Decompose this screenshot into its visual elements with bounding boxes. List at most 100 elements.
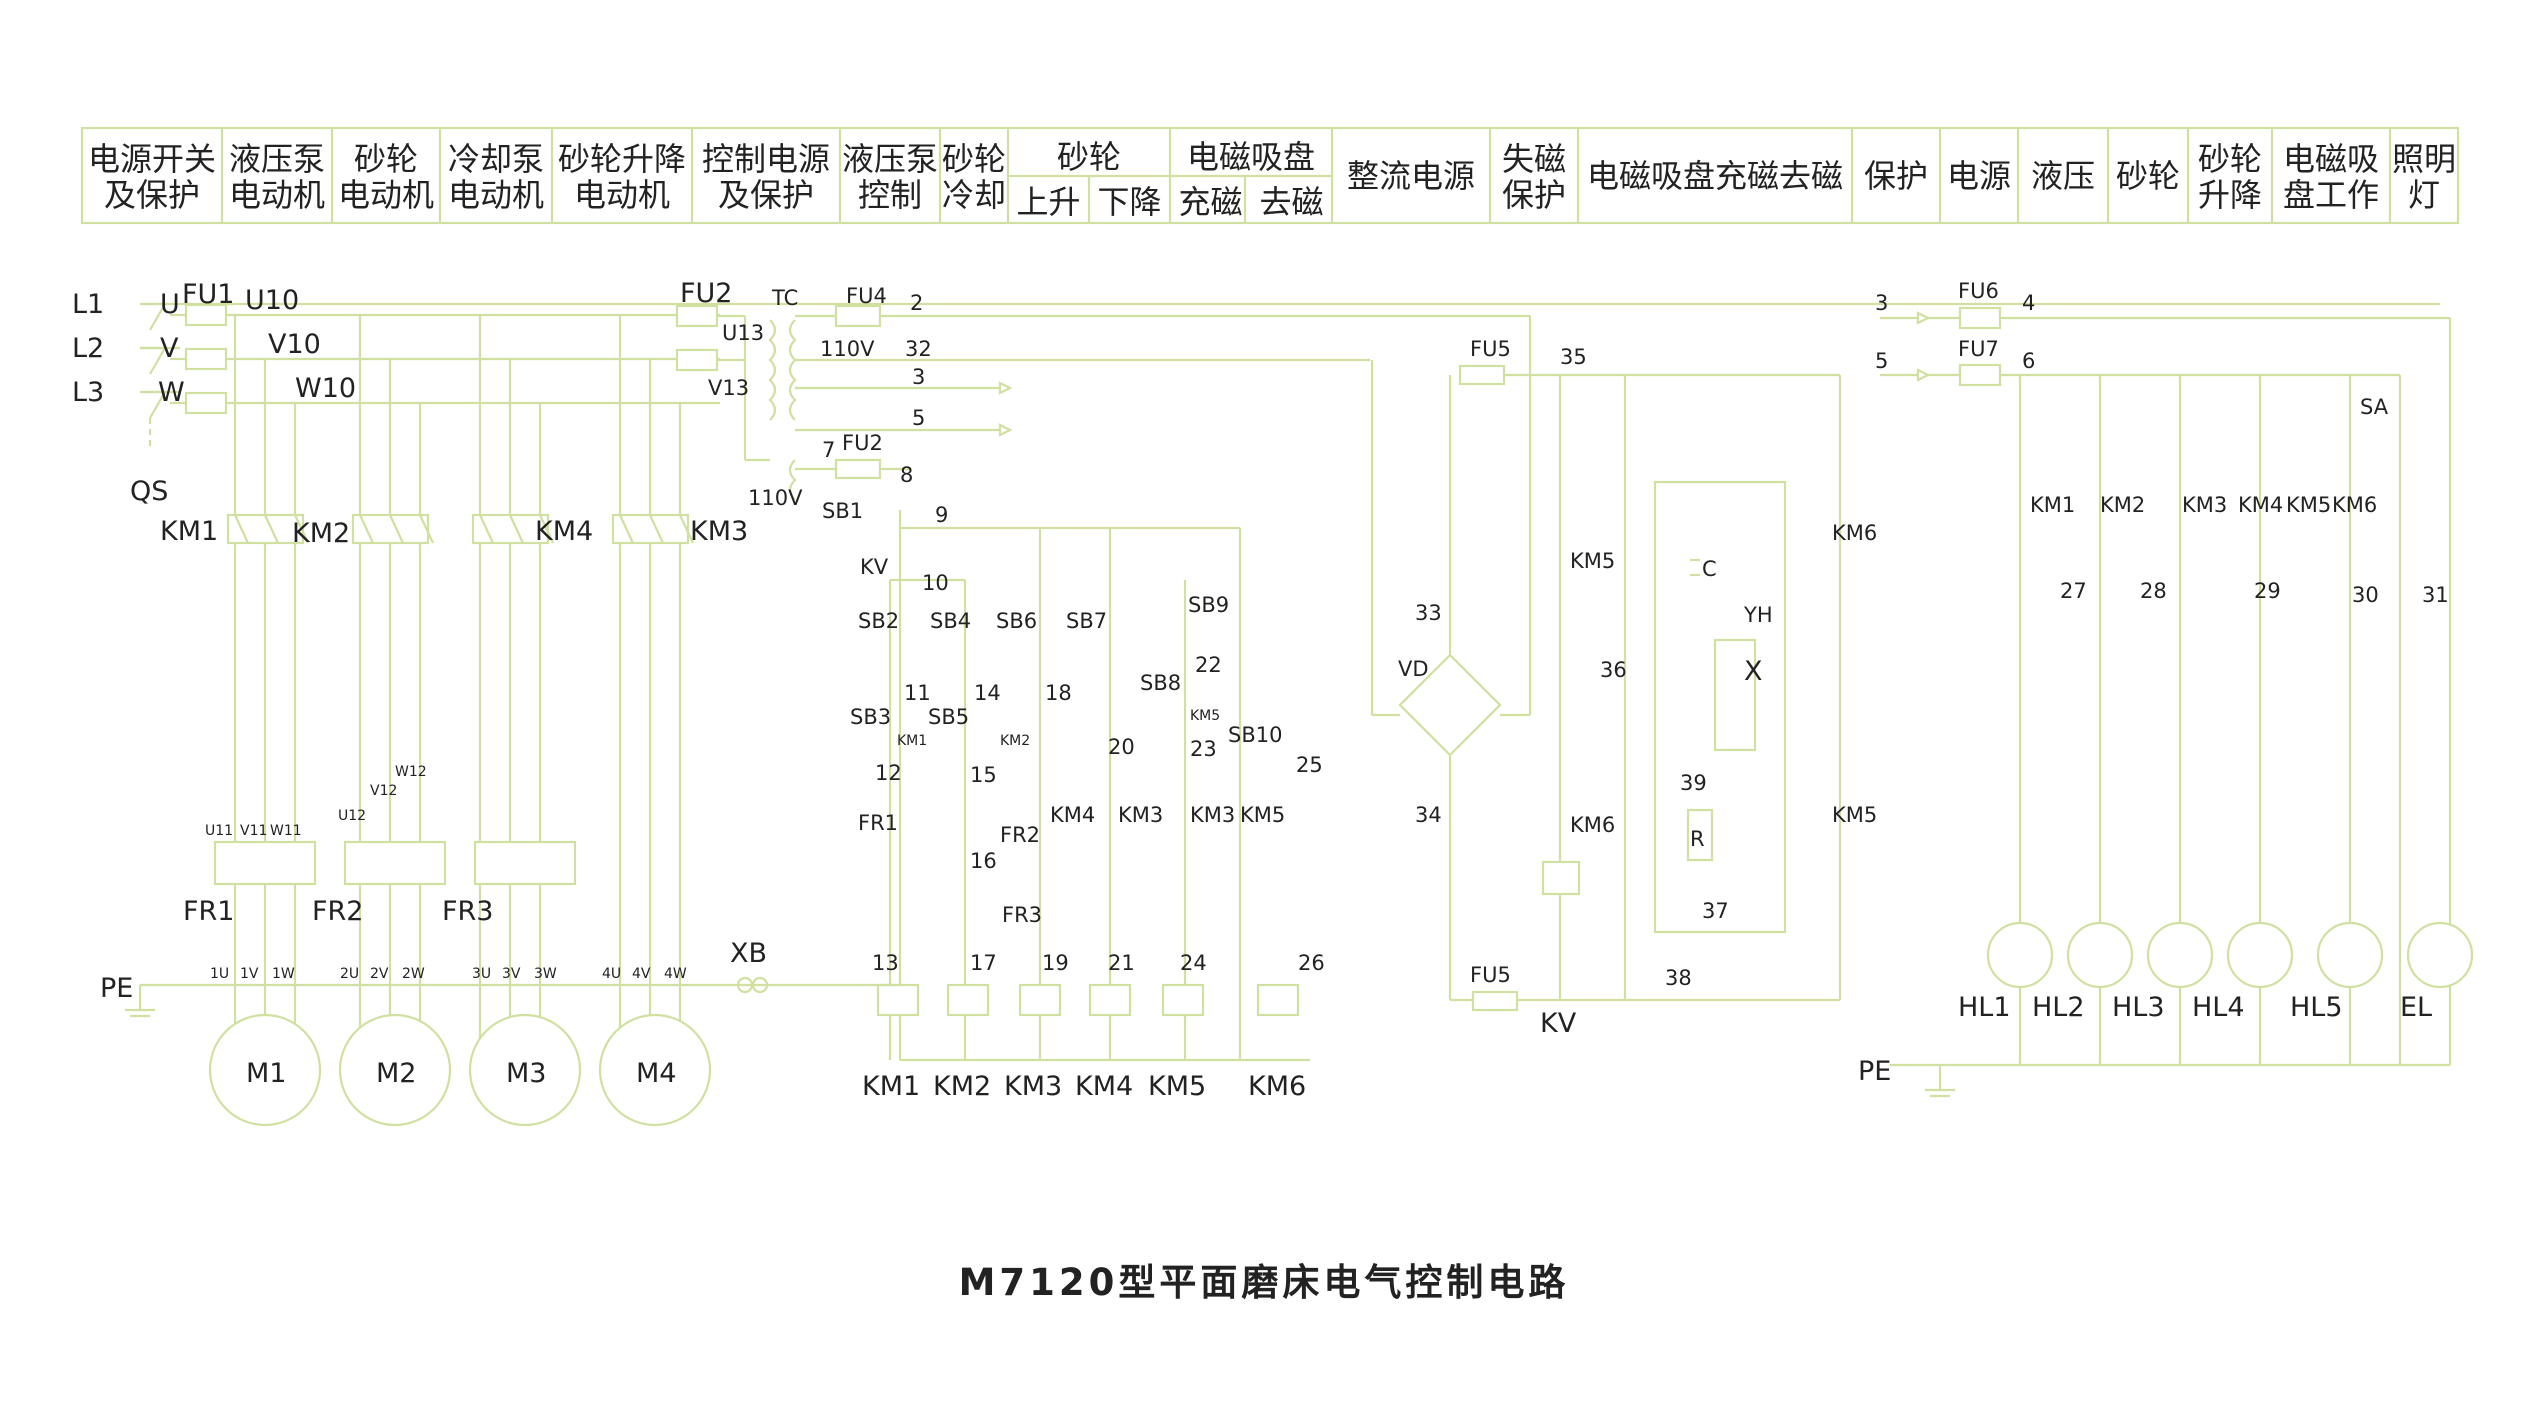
label-km2f: KM2 [2100,493,2145,517]
label-n19: 19 [1042,951,1069,975]
label-r: R [1690,827,1705,851]
label-km1c: KM1 [862,1071,920,1102]
label-n35: 35 [1560,345,1587,369]
label-w10: W10 [295,373,356,404]
label-v110b: 110V [748,486,803,510]
label-vd: VD [1398,657,1429,681]
label-qs: QS [130,476,168,507]
header-cell-5-line1: 砂轮升降 [558,140,686,178]
header-cell-10-sub-a: 充磁 [1178,183,1242,221]
label-n12: 12 [875,761,902,785]
label-sb6: SB6 [996,609,1037,633]
label-v13: V13 [708,376,749,400]
label-n3b: 3 [1875,291,1888,315]
header-cell-3-line1: 砂轮 [354,140,418,178]
header-cell-8-line2: 冷却 [942,176,1006,214]
header-cell-19-line1: 电磁吸 [2283,140,2379,178]
label-n39: 39 [1680,771,1707,795]
label-n21: 21 [1108,951,1135,975]
label-n23: 23 [1190,737,1217,761]
label-km2c: KM2 [933,1071,991,1102]
label-v11: V11 [240,823,267,839]
label-km1s: KM1 [897,733,927,749]
label-km2a: KM2 [292,518,350,549]
label-hl4: HL4 [2192,992,2245,1023]
header-cell-20-line1: 照明 [2392,140,2456,178]
label-n10: 10 [922,571,949,595]
header-cell-1-line2: 及保护 [104,176,200,214]
diagram-title: M7120型平面磨床电气控制电路 [959,1261,1570,1304]
label-1v: 1V [240,966,259,982]
label-fr2: FR2 [312,896,363,927]
label-km2s: KM2 [1000,733,1030,749]
label-m2: M2 [376,1058,416,1089]
label-kv2: KV [1540,1008,1577,1039]
label-hl5: HL5 [2290,992,2343,1023]
header-cell-5-line2: 电动机 [574,176,670,214]
label-km5c: KM5 [1148,1071,1206,1102]
label-u: U [160,289,180,320]
label-km5s: KM5 [1190,708,1220,724]
header-cell-2-line1: 液压泵 [229,140,325,178]
header-cell-9-sub-b: 下降 [1097,183,1161,221]
header-labels: 电源开关及保护液压泵电动机砂轮电动机冷却泵电动机砂轮升降电动机控制电源及保护液压… [88,138,2456,221]
label-n13: 13 [872,951,899,975]
indicator-section [1880,306,2474,1098]
label-n11: 11 [904,681,931,705]
label-4u: 4U [602,966,621,982]
label-pe2: PE [1858,1056,1891,1087]
label-fu5a: FU5 [1470,337,1511,361]
label-km3c: KM3 [1190,803,1235,827]
header-cell-7-line1: 液压泵 [842,140,938,178]
label-km5f: KM5 [2286,493,2331,517]
header-cell-2-line2: 电动机 [229,176,325,214]
label-km3a: KM3 [690,516,748,547]
label-xb: XB [730,938,767,969]
label-fu6: FU6 [1958,279,1999,303]
label-kv1: KV [860,555,889,579]
label-fr3b: FR3 [1002,903,1042,927]
header-cell-1-line1: 电源开关 [88,140,216,178]
label-n22: 22 [1195,653,1222,677]
label-n8: 8 [900,463,913,487]
label-u10: U10 [245,285,299,316]
header-cell-14-line1: 保护 [1864,157,1928,195]
label-fu7: FU7 [1958,337,1999,361]
label-2w: 2W [402,966,425,982]
label-n15: 15 [970,763,997,787]
label-sb9: SB9 [1188,593,1229,617]
label-m4: M4 [636,1058,676,1089]
label-3w: 3W [534,966,557,982]
label-hl1: HL1 [1958,992,2011,1023]
header-cell-18-line2: 升降 [2198,176,2262,214]
label-4v: 4V [632,966,651,982]
header-cell-18-line1: 砂轮 [2198,140,2262,178]
label-n4: 4 [2022,291,2035,315]
label-n20: 20 [1108,735,1135,759]
label-m3: M3 [506,1058,546,1089]
label-1w: 1W [272,966,295,982]
label-sb7: SB7 [1066,609,1107,633]
header-cell-12-line2: 保护 [1502,176,1566,214]
label-n5a: 5 [912,406,925,430]
label-n25: 25 [1296,753,1323,777]
label-n30: 30 [2352,583,2379,607]
label-km4b: KM4 [1050,803,1095,827]
label-n38: 38 [1665,966,1692,990]
label-km4c: KM4 [1075,1071,1133,1102]
label-w: W [158,377,185,408]
label-u11: U11 [205,823,233,839]
label-sb5: SB5 [928,705,969,729]
label-fr3: FR3 [442,896,493,927]
label-sa: SA [2360,395,2389,419]
label-3u: 3U [472,966,491,982]
label-n2: 2 [910,291,923,315]
header-cell-19-line2: 盘工作 [2283,176,2379,214]
label-fu5b: FU5 [1470,963,1511,987]
label-sb10: SB10 [1228,723,1282,747]
label-tc: TC [771,286,798,310]
rectifier-section [1370,316,1842,1012]
power-section [125,302,720,1127]
label-x: X [1744,656,1763,687]
label-km5e: KM5 [1832,803,1877,827]
